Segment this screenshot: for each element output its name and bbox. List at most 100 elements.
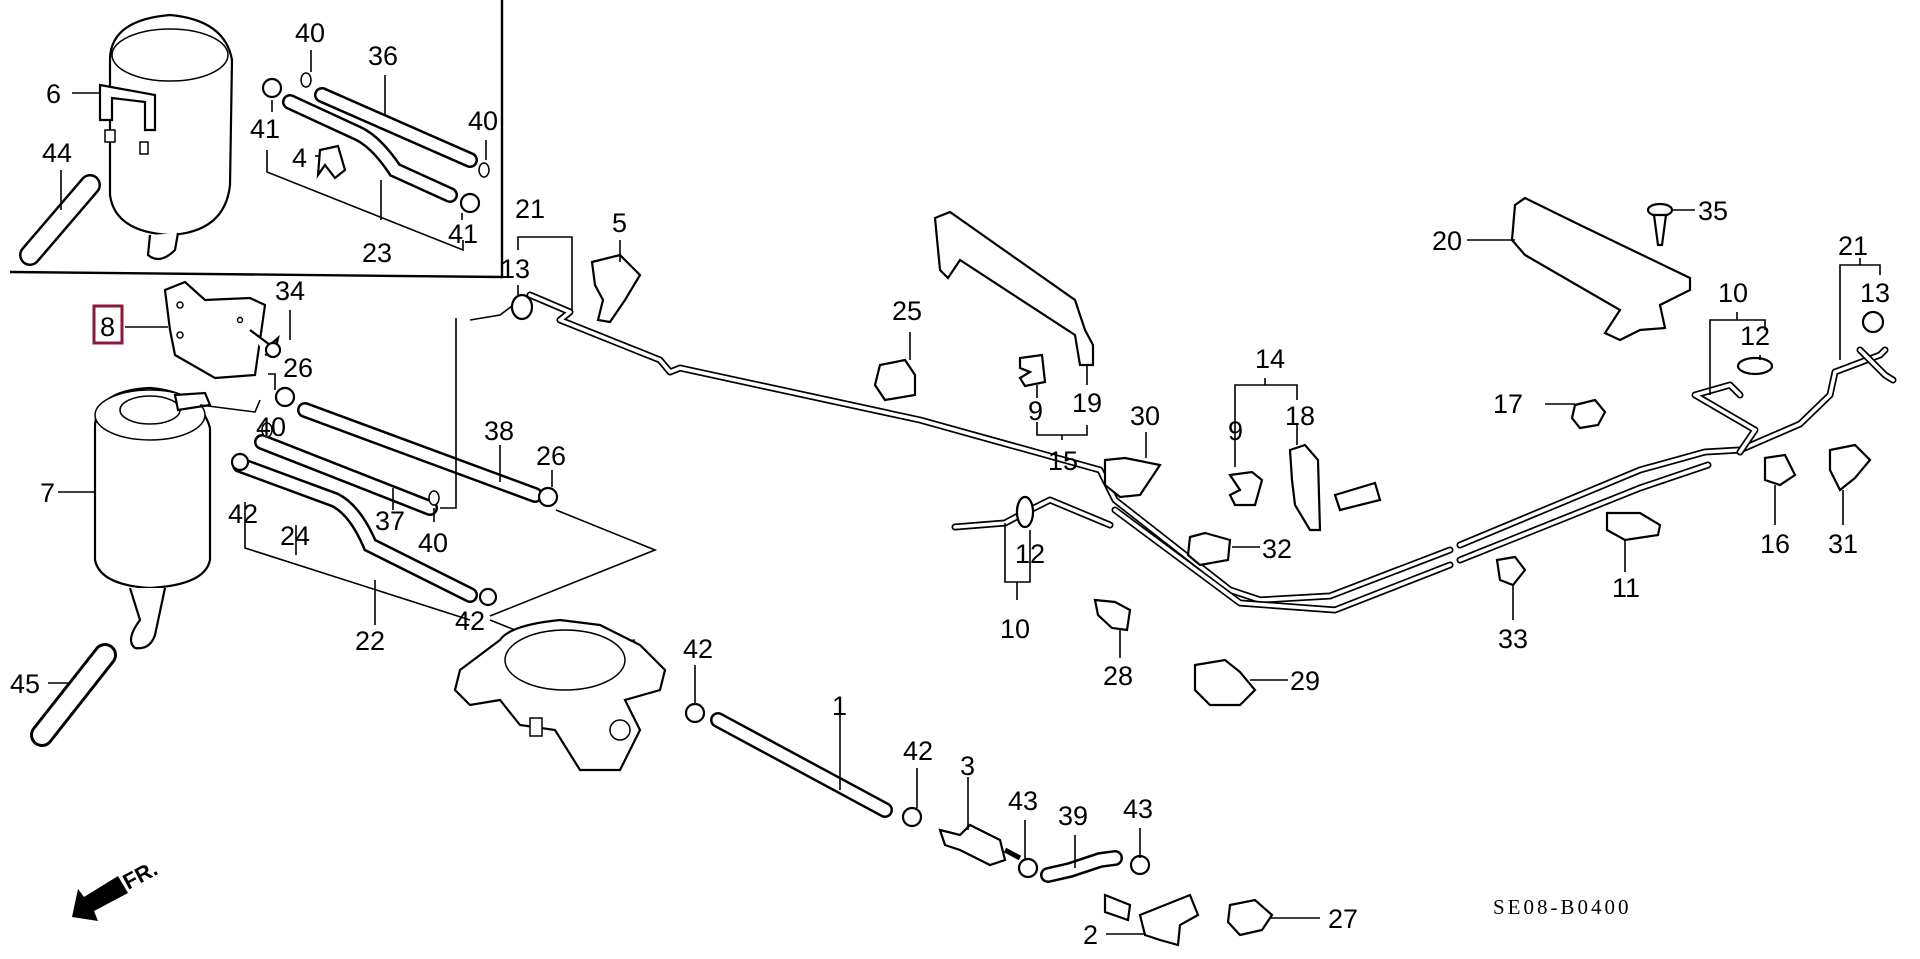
callout-25[interactable]: 25 [892, 296, 922, 326]
callout-34[interactable]: 34 [275, 276, 305, 306]
clamp-42d[interactable] [901, 806, 923, 828]
bracket-18[interactable] [1288, 443, 1322, 532]
hose-23[interactable] [282, 94, 458, 203]
clip-25[interactable] [873, 358, 917, 402]
callout-41[interactable]: 41 [250, 114, 280, 144]
filter-3[interactable] [938, 823, 1022, 867]
clip-17[interactable] [1570, 398, 1607, 430]
clip-11[interactable] [1605, 511, 1662, 542]
ring-40a[interactable] [300, 72, 312, 88]
bracket-2[interactable] [1138, 893, 1200, 947]
bolt-18[interactable] [1333, 481, 1382, 512]
callout-12[interactable]: 12 [1740, 321, 1770, 351]
callout-36[interactable]: 36 [368, 41, 398, 71]
grommet-13b[interactable] [1861, 310, 1885, 334]
bracket-8[interactable] [163, 280, 267, 380]
callout-10[interactable]: 10 [1718, 278, 1748, 308]
callout-11[interactable]: 11 [1612, 573, 1640, 603]
callout-9[interactable]: 9 [1028, 396, 1043, 426]
callout-39[interactable]: 39 [1058, 801, 1088, 831]
callout-37[interactable]: 37 [375, 506, 405, 536]
hose-1[interactable] [710, 712, 893, 818]
hose-36[interactable] [314, 87, 478, 168]
bracket-19[interactable] [933, 210, 1095, 367]
callout-42[interactable]: 42 [683, 634, 713, 664]
callout-40[interactable]: 40 [295, 18, 325, 48]
clamp-26a[interactable] [274, 386, 296, 408]
clamp-43a[interactable] [1017, 857, 1039, 879]
clamp-42b[interactable] [478, 587, 498, 607]
callout-40[interactable]: 40 [468, 106, 498, 136]
clip-4[interactable] [316, 144, 347, 180]
callout-43[interactable]: 43 [1123, 794, 1153, 824]
callout-21[interactable]: 21 [1838, 231, 1868, 261]
bolt-34[interactable] [249, 329, 282, 359]
hose-24[interactable] [232, 457, 478, 603]
callout-23[interactable]: 23 [362, 238, 392, 268]
screw-35[interactable] [1646, 202, 1674, 247]
callout-28[interactable]: 28 [1103, 661, 1133, 691]
callout-24[interactable]: 24 [280, 521, 310, 551]
callout-35[interactable]: 35 [1698, 196, 1728, 226]
callout-41[interactable]: 41 [448, 219, 478, 249]
callout-13[interactable]: 13 [500, 254, 530, 284]
callout-19[interactable]: 19 [1072, 388, 1102, 418]
callout-32[interactable]: 32 [1262, 534, 1292, 564]
callout-26[interactable]: 26 [536, 441, 566, 471]
callout-43[interactable]: 43 [1008, 786, 1038, 816]
callout-16[interactable]: 16 [1760, 529, 1790, 559]
clip-27[interactable] [1226, 898, 1274, 937]
callout-2[interactable]: 2 [1083, 920, 1098, 950]
callout-21[interactable]: 21 [515, 194, 545, 224]
callout-42[interactable]: 42 [455, 606, 485, 636]
hose-37[interactable] [254, 434, 438, 516]
canister-7[interactable] [93, 386, 212, 650]
valve-2[interactable] [1103, 893, 1132, 922]
hose-45[interactable] [30, 643, 117, 747]
callout-3[interactable]: 3 [960, 751, 975, 781]
hose-44[interactable] [19, 174, 101, 266]
callout-40[interactable]: 40 [256, 412, 286, 442]
clip-30[interactable] [1103, 456, 1162, 499]
ring-40c[interactable] [261, 422, 273, 438]
callout-9[interactable]: 9 [1228, 416, 1243, 446]
callout-14[interactable]: 14 [1255, 344, 1285, 374]
grommet-12b[interactable] [1736, 356, 1774, 376]
callout-38[interactable]: 38 [484, 416, 514, 446]
canister-6[interactable] [98, 13, 234, 261]
ring-40b[interactable] [478, 162, 490, 178]
bracket-20[interactable] [1510, 196, 1692, 342]
callout-45[interactable]: 45 [10, 669, 40, 699]
callout-4[interactable]: 4 [292, 143, 307, 173]
clamp-41a[interactable] [261, 77, 283, 99]
clip-31[interactable] [1828, 443, 1872, 492]
hose-38[interactable] [297, 402, 543, 503]
callout-40[interactable]: 40 [418, 528, 448, 558]
callout-12[interactable]: 12 [1015, 539, 1045, 569]
callout-44[interactable]: 44 [42, 138, 72, 168]
callout-26[interactable]: 26 [283, 353, 313, 383]
fuel-pipe-21[interactable] [469, 291, 1897, 614]
clip-9b[interactable] [1228, 470, 1264, 507]
clip-5[interactable] [590, 253, 642, 324]
callout-31[interactable]: 31 [1828, 529, 1858, 559]
callout-42[interactable]: 42 [228, 499, 258, 529]
clip-28[interactable] [1093, 598, 1132, 632]
hose-39[interactable] [1040, 850, 1123, 883]
callout-15[interactable]: 15 [1048, 446, 1078, 476]
callout-42[interactable]: 42 [903, 736, 933, 766]
clip-32[interactable] [1186, 531, 1232, 567]
clamp-42a[interactable] [230, 452, 250, 472]
callout-8[interactable]: 8 [100, 312, 115, 342]
callout-27[interactable]: 27 [1328, 904, 1358, 934]
callout-7[interactable]: 7 [40, 478, 55, 508]
callout-17[interactable]: 17 [1493, 389, 1523, 419]
clip-16[interactable] [1763, 453, 1797, 487]
callout-1[interactable]: 1 [832, 691, 847, 721]
callout-33[interactable]: 33 [1498, 624, 1528, 654]
clamp-26b[interactable] [537, 486, 559, 508]
callout-29[interactable]: 29 [1290, 666, 1320, 696]
callout-22[interactable]: 22 [355, 626, 385, 656]
clip-29[interactable] [1193, 658, 1257, 707]
clamp-41b[interactable] [459, 192, 481, 214]
